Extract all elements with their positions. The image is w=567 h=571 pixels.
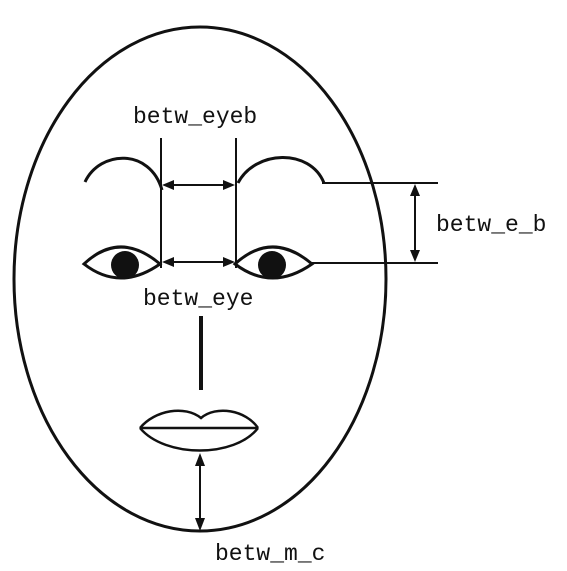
right-pupil	[258, 251, 286, 279]
label-betw-eye: betw_eye	[143, 286, 253, 312]
label-betw-m-c: betw_m_c	[215, 541, 325, 567]
between-eyes-arrow	[162, 257, 235, 267]
mouth-to-chin-arrow	[195, 453, 205, 531]
left-eyebrow	[85, 158, 162, 190]
label-betw-eyeb: betw_eyeb	[133, 104, 257, 130]
label-betw-e-b: betw_e_b	[436, 212, 546, 238]
left-pupil	[111, 251, 139, 279]
between-eyebrows-arrow	[162, 180, 235, 190]
mouth-upper-lip	[140, 411, 258, 428]
eye-to-brow-arrow	[410, 184, 420, 262]
mouth-lower-lip	[140, 428, 258, 451]
right-eyebrow	[238, 157, 324, 183]
